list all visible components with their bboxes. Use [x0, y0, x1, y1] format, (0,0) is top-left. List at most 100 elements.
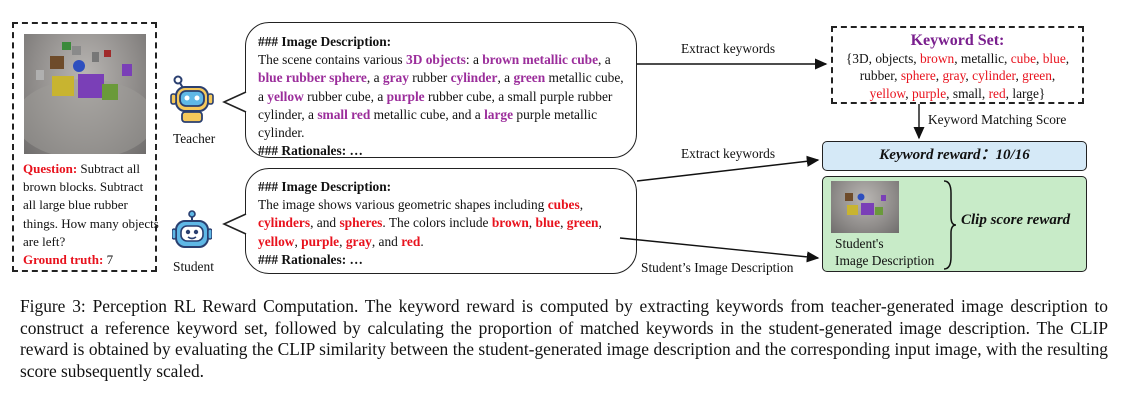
teacher-segment-text: rubber [408, 70, 451, 86]
teacher-segment-keyword: yellow [267, 88, 304, 104]
teacher-segment-keyword: purple [386, 88, 425, 104]
teacher-segment-keyword: blue rubber sphere [258, 70, 367, 86]
ground-truth-label: Ground truth: [23, 252, 104, 268]
keyword-separator: {3D, objects, [845, 51, 920, 66]
student-segment-keyword: spheres [339, 215, 383, 231]
student-description-bubble: ### Image Description: The image shows v… [245, 168, 637, 274]
clip-score-box: Student's Image Description Clip score r… [822, 176, 1087, 272]
question-panel: Question: Subtract all brown blocks. Sub… [12, 22, 159, 272]
keyword-set-items: {3D, objects, brown, metallic, cube, blu… [841, 50, 1074, 102]
teacher-segment-keyword: cylinder [450, 70, 498, 86]
keyword-item: cylinder [972, 68, 1016, 84]
teacher-segment-keyword: small red [317, 106, 371, 122]
clip-score-reward-label: Clip score reward [961, 212, 1071, 228]
student-segment-keyword: green [566, 215, 599, 231]
teacher-segment-text: rubber cube, a small purple rubber cylin… [258, 88, 613, 122]
teacher-description: The scene contains various 3D objects: a… [258, 51, 624, 142]
keyword-item: brown [919, 51, 955, 66]
teacher-segment-text: : a [465, 52, 483, 68]
keyword-item: purple [911, 85, 947, 101]
keyword-item: gray [942, 68, 966, 84]
student-segment-keyword: gray [345, 233, 372, 249]
keyword-separator: , small, [946, 85, 989, 101]
teacher-segment-text: metallic cube, and a [370, 106, 485, 122]
student-segment-keyword: blue [535, 215, 561, 231]
teacher-segment-text: purple metallic cylinder. [258, 106, 598, 141]
student-segment-text: . [420, 233, 424, 249]
keyword-set-title: Keyword Set: [910, 32, 1005, 49]
teacher-segment-text: , a [366, 70, 383, 86]
keyword-separator: , [905, 85, 912, 101]
teacher-label: Teacher [173, 131, 216, 146]
keyword-separator: , rubber, [859, 51, 1070, 84]
student-segment-keyword: cubes [547, 197, 580, 213]
teacher-description-bubble: ### Image Description: The scene contain… [245, 22, 637, 158]
student-segment-text: , and [310, 215, 340, 231]
student-segment-text: , [560, 215, 567, 231]
keyword-item: sphere [900, 68, 936, 84]
question-label: Question: [23, 161, 78, 176]
student-segment-keyword: purple [301, 233, 340, 249]
teacher-segment-text: rubber cube, a [303, 88, 387, 104]
student-segment-text: , [339, 233, 346, 249]
teacher-bubble-tail [222, 91, 247, 113]
teacher-rationales: ### Rationales: … [258, 143, 363, 159]
keyword-item: green [1022, 68, 1052, 84]
keyword-item: cube [1010, 51, 1037, 66]
teacher-segment-keyword: brown metallic cube [482, 52, 599, 68]
student-segment-keyword: red [401, 233, 421, 249]
teacher-robot-icon [168, 74, 218, 124]
keyword-item: yellow [869, 85, 906, 101]
student-robot-icon [171, 210, 213, 254]
student-label: Student [173, 259, 214, 274]
student-segment-text: , [579, 197, 584, 213]
question-text: Question: Subtract all brown blocks. Sub… [23, 160, 159, 269]
keyword-separator: , large} [1005, 85, 1046, 101]
keyword-reward-box: Keyword reward：10/16 [822, 141, 1087, 171]
flow-arrows [619, 58, 925, 263]
figure-caption: Figure 3: Perception RL Reward Computati… [20, 296, 1108, 381]
keyword-matching-score-label: Keyword Matching Score [928, 112, 1067, 127]
teacher-segment-text: , a [497, 70, 514, 86]
student-heading: ### Image Description: [258, 179, 392, 194]
teacher-segment-text: metallic cube, a [258, 70, 624, 104]
teacher-segment-text: , a [598, 52, 611, 68]
student-segment-text: . The colors include [382, 215, 492, 231]
question-body: Subtract all brown blocks. Subtract all … [23, 161, 159, 249]
keyword-separator: , metallic, [954, 51, 1011, 66]
ground-truth-value: 7 [103, 252, 114, 268]
teacher-segment-keyword: gray [382, 70, 409, 86]
teacher-segment-keyword: large [484, 106, 514, 122]
clip-caption-line1: Student's [835, 236, 884, 251]
keyword-separator: , [1036, 51, 1043, 66]
student-segment-text: , and [371, 233, 402, 249]
scene-render [24, 42, 146, 154]
student-segment-keyword: brown [491, 215, 529, 231]
extract-keywords-label-top: Extract keywords [681, 41, 776, 56]
keyword-item: blue [1042, 51, 1066, 66]
teacher-segment-text: The scene contains various [258, 52, 406, 68]
student-to-keyword-reward-arrow [636, 155, 820, 182]
keyword-separator: , [1015, 68, 1023, 84]
student-segment-text: , [294, 233, 302, 249]
clip-caption-line2: Image Description [835, 253, 935, 268]
keyword-item: red [988, 85, 1006, 101]
student-segment-text: , [528, 215, 536, 231]
clip-curly-brace [943, 180, 957, 270]
student-rationales: ### Rationales: … [258, 251, 363, 267]
clip-thumbnail-image [831, 181, 899, 233]
student-to-clip-arrow [619, 237, 820, 263]
student-bubble-tail [222, 213, 247, 235]
teacher-segment-keyword: green [513, 70, 546, 86]
keyword-separator: , [965, 68, 973, 84]
student-segment-text: , [598, 215, 602, 231]
clip-caption: Student's Image Description [835, 235, 934, 269]
keyword-set-box: Keyword Set: {3D, objects, brown, metall… [831, 26, 1084, 104]
students-image-description-label: Student’s Image Description [641, 260, 794, 275]
student-segment-keyword: cylinders [258, 215, 311, 231]
extract-keywords-label-bottom: Extract keywords [681, 146, 776, 161]
teacher-segment-keyword: 3D objects [406, 52, 466, 68]
keyword-separator: , [1051, 68, 1056, 84]
scene-image [24, 34, 146, 154]
keyword-separator: , [935, 68, 943, 84]
